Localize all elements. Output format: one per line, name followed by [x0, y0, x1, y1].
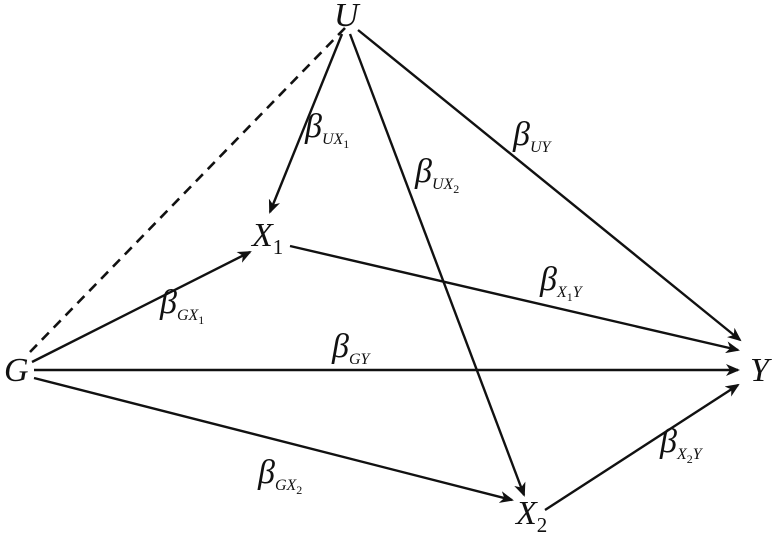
node-x1: X1	[250, 217, 283, 259]
label-beta-ux2: βUX2	[414, 153, 459, 196]
label-beta-gx2: βGX2	[257, 454, 302, 497]
node-u: U	[334, 0, 361, 34]
label-beta-x2y: βX2Y	[659, 423, 704, 466]
label-beta-x1y: βX1Y	[539, 261, 584, 304]
edge-u-x1	[268, 33, 344, 214]
edge-g-x1	[31, 250, 252, 364]
label-beta-uy: βUY	[512, 116, 552, 156]
edge-u-x2	[348, 33, 526, 497]
node-x2: X2	[514, 495, 547, 537]
node-x1-main: X	[250, 217, 274, 254]
node-x2-main: X	[514, 495, 538, 532]
label-beta-ux1: βUX1	[304, 108, 349, 151]
label-beta-gx1: βGX1	[159, 284, 204, 327]
node-y: Y	[750, 352, 772, 389]
node-g: G	[4, 352, 29, 389]
node-x1-sub: 1	[273, 235, 284, 259]
edge-x2-y	[544, 383, 740, 512]
edge-g-x2	[33, 376, 514, 503]
label-beta-gy: βGY	[331, 328, 371, 368]
edge-g-u	[29, 27, 346, 353]
edge-x1-y	[289, 244, 740, 354]
edge-u-y	[357, 29, 742, 342]
node-x2-sub: 2	[537, 513, 548, 537]
